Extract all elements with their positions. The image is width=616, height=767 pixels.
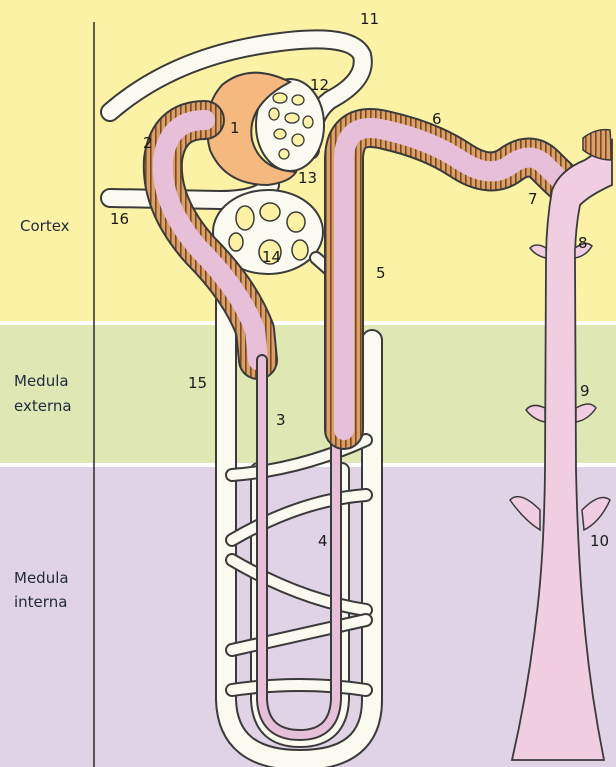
label-13: 13 xyxy=(298,169,317,187)
label-6: 6 xyxy=(432,110,442,128)
label-3: 3 xyxy=(276,411,286,429)
label-4: 4 xyxy=(318,532,328,550)
medula-externa-label-2: externa xyxy=(14,397,72,415)
label-12: 12 xyxy=(310,76,329,94)
label-2: 2 xyxy=(143,134,153,152)
label-5: 5 xyxy=(376,264,386,282)
label-16: 16 xyxy=(110,210,129,228)
label-8: 8 xyxy=(578,234,588,252)
zone-divider-1 xyxy=(0,321,616,325)
label-11: 11 xyxy=(360,10,379,28)
cortex-label: Cortex xyxy=(20,217,70,235)
label-14: 14 xyxy=(262,248,281,266)
label-9: 9 xyxy=(580,382,590,400)
label-15: 15 xyxy=(188,374,207,392)
label-7: 7 xyxy=(528,190,538,208)
medula-interna-label-2: interna xyxy=(14,593,67,611)
medula-externa-label-1: Medula xyxy=(14,372,69,390)
label-10: 10 xyxy=(590,532,609,550)
label-1: 1 xyxy=(230,119,240,137)
medula-externa-zone xyxy=(0,323,616,465)
medula-interna-label-1: Medula xyxy=(14,569,69,587)
